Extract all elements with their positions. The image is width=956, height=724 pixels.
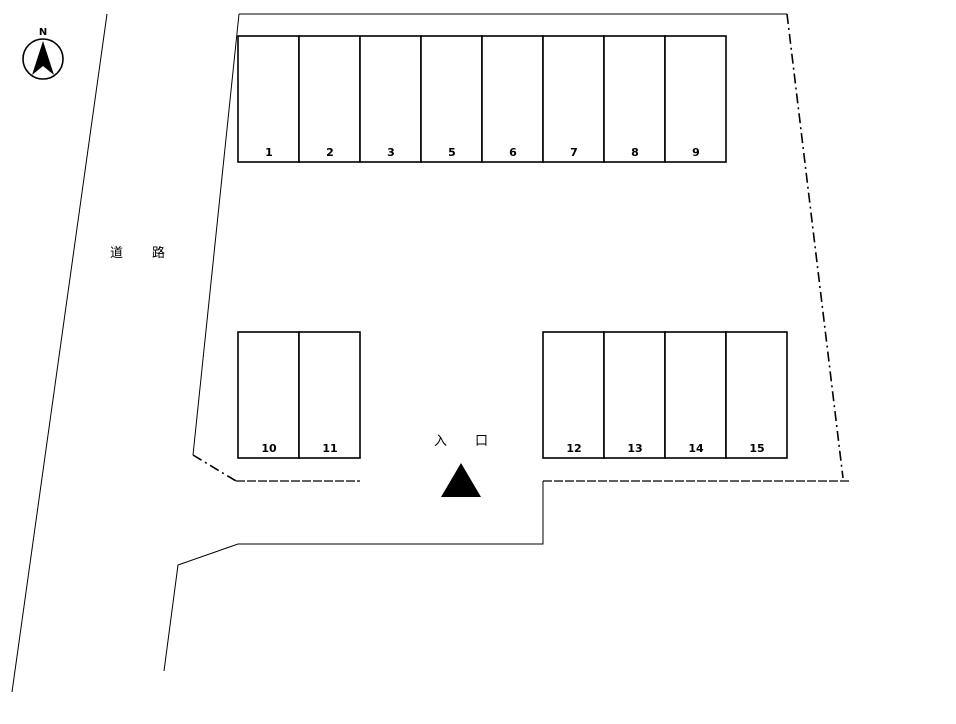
- stall-number: 13: [627, 442, 642, 455]
- entrance-label-char-2: 口: [475, 434, 488, 449]
- road-edge-left: [11, 13, 108, 693]
- parking-stall: [725, 331, 788, 459]
- stall-number: 12: [566, 442, 581, 455]
- parking-stall: [664, 35, 727, 163]
- parking-stall: [359, 35, 422, 163]
- lot-boundary-left: [192, 13, 240, 456]
- stall-number: 5: [448, 146, 456, 159]
- parking-bottom-right: 12 13 14 15: [542, 331, 788, 459]
- parking-stall: [481, 35, 544, 163]
- compass: N: [22, 27, 64, 80]
- road-label-char-2: 路: [152, 245, 165, 261]
- parking-stall: [542, 35, 605, 163]
- stall-number: 11: [322, 442, 337, 455]
- stall-number: 15: [749, 442, 764, 455]
- stall-number: 7: [570, 146, 578, 159]
- stall-number: 2: [326, 146, 334, 159]
- parking-stall: [542, 331, 605, 459]
- access-path-outline: [163, 481, 544, 672]
- stall-number: 14: [688, 442, 704, 455]
- lot-boundary-corner: [192, 454, 237, 482]
- stall-number: 6: [509, 146, 517, 159]
- entrance-triangle-icon: [441, 463, 481, 497]
- stall-number: 9: [692, 146, 700, 159]
- parking-bottom-left: 10 11: [237, 331, 361, 459]
- parking-top-row: 1 2 3 5 6 7 8 9: [237, 35, 727, 163]
- stall-number: 8: [631, 146, 639, 159]
- parking-stall: [603, 331, 666, 459]
- parking-stall: [664, 331, 727, 459]
- north-arrow-icon: [32, 41, 54, 75]
- parking-stall: [603, 35, 666, 163]
- stall-number: 3: [387, 146, 395, 159]
- parking-stall: [298, 35, 361, 163]
- parking-stall: [237, 331, 300, 459]
- entrance-label-char-1: 入: [434, 434, 447, 449]
- lot-boundary-right: [786, 13, 844, 479]
- road-label-char-1: 道: [110, 246, 123, 261]
- parking-stall: [237, 35, 300, 163]
- parking-stall: [420, 35, 483, 163]
- compass-north-letter: N: [39, 27, 47, 38]
- parking-stall: [298, 331, 361, 459]
- stall-number: 10: [261, 442, 277, 455]
- stall-number: 1: [265, 146, 273, 159]
